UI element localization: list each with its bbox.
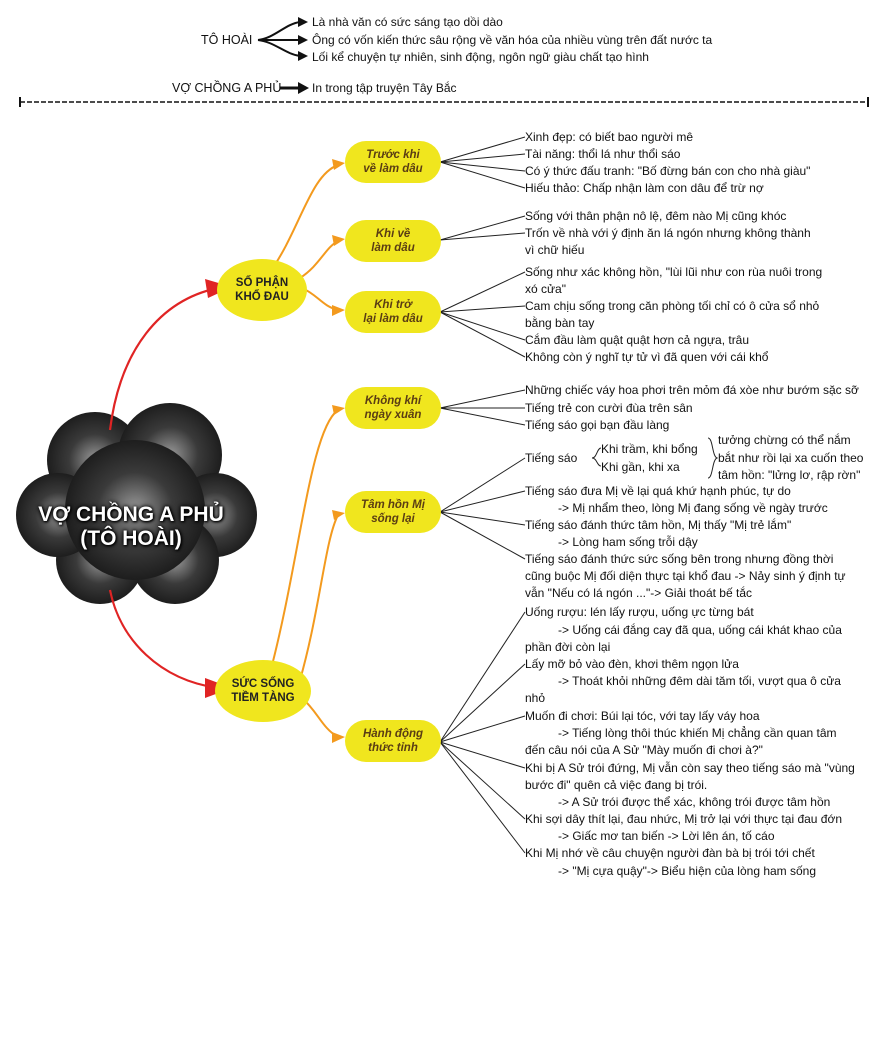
leaf-after-4: bằng bàn tay [525,316,595,330]
center-title-line-1: VỢ CHỒNG A PHỦ [38,503,224,526]
node-action-line-2: thức tỉnh [368,742,418,754]
leaf-flute-desc-3: tâm hồn: "lửng lơ, rập rờn" [718,468,861,482]
leaf-action-5: -> Thoát khỏi những đêm dài tăm tối, vượ… [558,674,841,688]
leaf-soul-3: Tiếng sáo đánh thức tâm hồn, Mị thấy "Mị… [525,518,792,532]
author-arrowheads [298,17,308,61]
leaf-after-6: Không còn ý nghĩ tự tử vì đã quen với cá… [525,350,769,364]
leaf-after-3: Cam chịu sống trong căn phòng tối chỉ có… [525,299,820,313]
leaf-action-9: đến câu nói của A Sử "Mày muốn đi chơi à… [525,743,763,757]
fan-action [439,611,526,854]
leaf-flute-desc-1: tưởng chừng có thể nắm [718,433,851,447]
node-before-marriage[interactable]: Trước khi về làm dâu [345,141,441,183]
leaf-soul-2: -> Mị nhẩm theo, lòng Mị đang sống về ng… [558,501,828,515]
node-before-line-2: về làm dâu [363,163,423,175]
leaf-action-8: -> Tiếng lòng thôi thúc khiến Mị chẳng c… [558,726,837,740]
node-fate-line-2: KHỔ ĐAU [235,291,289,303]
node-spring[interactable]: Không khí ngày xuân [345,387,441,429]
author-point-1: Là nhà văn có sức sáng tạo dồi dào [312,15,503,29]
leaf-before-1: Xinh đẹp: có biết bao người mê [525,130,694,144]
node-action[interactable]: Hành động thức tỉnh [345,720,441,762]
leaf-soul-5: Tiếng sáo đánh thức sức sống bên trong n… [525,552,834,566]
node-during-line-2: làm dâu [371,242,415,254]
leaf-action-10: Khi bị A Sử trói đứng, Mị vẫn còn say th… [525,761,855,775]
leaf-spring-2: Tiếng trẻ con cười đùa trên sân [525,401,693,415]
node-vitality-line-2: TIỀM TÀNG [231,692,295,704]
leaf-flute-kind-1: Khi trầm, khi bổng [601,442,698,456]
fan-after [439,271,526,358]
leaf-before-2: Tài năng: thổi lá như thổi sáo [525,147,681,161]
center-title: VỢ CHỒNG A PHỦ (TÔ HOÀI) [12,503,250,551]
fan-before [439,136,526,189]
node-during-line-1: Khi về [375,228,411,240]
leaf-soul-4: -> Lòng ham sống trỗi dậy [558,535,698,549]
center-title-line-2: (TÔ HOÀI) [80,527,182,550]
leaf-action-2: -> Uống cái đắng cay đã qua, uống cái kh… [558,623,842,637]
leaf-action-12: -> A Sử trói được thể xác, không trói đư… [558,795,831,809]
leaf-action-13: Khi sợi dây thít lại, đau nhức, Mị trở l… [525,812,843,826]
leaf-after-5: Cắm đầu làm quật quật hơn cả ngựa, trâu [525,333,750,347]
leaf-action-1: Uống rượu: lén lấy rượu, uống ực từng bá… [525,605,754,619]
leaf-soul-6: cũng buộc Mị đối diện thực tại khổ đau -… [525,569,846,583]
node-during-marriage[interactable]: Khi về làm dâu [345,220,441,262]
node-before-line-1: Trước khi [366,149,420,161]
node-spring-line-2: ngày xuân [364,409,422,421]
fan-spring [439,389,526,426]
leaf-action-3: phần đời còn lại [525,640,611,654]
orange-arrows [269,164,339,738]
work-label: VỢ CHỒNG A PHỦ [172,81,282,95]
leaf-before-4: Hiếu thảo: Chấp nhận làm con dâu để trừ … [525,181,764,195]
node-soul[interactable]: Tâm hồn Mị sống lại [345,491,441,533]
node-vitality[interactable]: SỨC SỐNG TIỀM TÀNG [215,660,311,722]
leaf-spring-1: Những chiếc váy hoa phơi trên mỏm đá xòe… [525,383,859,397]
leaf-flute-desc-2: bắt như rồi lại xa cuốn theo [718,451,864,465]
leaf-action-16: -> "Mị cựa quậy"-> Biểu hiện của lòng ha… [558,864,817,878]
author-connectors [257,21,301,57]
fan-soul [439,457,526,560]
work-point: In trong tập truyện Tây Bắc [312,81,457,95]
leaf-action-15: Khi Mị nhớ về câu chuyện người đàn bà bị… [525,846,815,860]
leaf-action-4: Lấy mỡ bỏ vào đèn, khơi thêm ngọn lửa [525,657,739,671]
leaf-action-14: -> Giấc mơ tan biến -> Lời lên án, tố cá… [558,829,775,843]
leaf-action-7: Muốn đi chơi: Búi lại tóc, với tay lấy v… [525,709,760,723]
author-label: TÔ HOÀI [201,33,253,47]
flute-brace [591,437,719,479]
leaf-after-1: Sống như xác không hồn, "lùi lũi như con… [525,265,823,279]
node-after-line-2: lại làm dâu [363,313,423,325]
orange-arrowheads [332,159,345,743]
leaf-before-3: Có ý thức đấu tranh: "Bố đừng bán con ch… [525,164,811,178]
leaf-during-2: Trốn về nhà với ý định ăn lá ngón nhưng … [525,226,811,240]
leaf-during-3: vì chữ hiếu [525,243,585,257]
red-arrows [108,286,219,690]
cloud-shape [16,403,257,604]
node-after-line-1: Khi trở [374,299,412,311]
leaf-action-11: bước đi" quên cả việc đang bị trói. [525,778,708,792]
leaf-after-2: xó cửa" [525,282,566,296]
author-point-3: Lối kể chuyện tự nhiên, sinh động, ngôn … [312,50,649,64]
fan-during [439,215,526,241]
leaf-during-1: Sống với thân phận nô lệ, đêm nào Mị cũn… [525,209,787,223]
node-soul-line-2: sống lại [371,513,415,525]
leaf-soul-1: Tiếng sáo đưa Mị về lại quá khứ hạnh phú… [525,484,791,498]
work-arrow [280,82,309,94]
node-spring-line-1: Không khí [364,395,422,407]
author-point-2: Ông có vốn kiến thức sâu rộng về văn hóa… [312,33,713,47]
leaf-flute-label: Tiếng sáo [525,451,578,465]
leaf-action-6: nhỏ [525,691,546,705]
node-fate[interactable]: SỐ PHẬN KHỔ ĐAU [217,259,307,321]
node-after-marriage[interactable]: Khi trở lại làm dâu [345,291,441,333]
leaf-spring-3: Tiếng sáo gọi bạn đầu làng [525,418,670,432]
node-fate-line-1: SỐ PHẬN [235,277,289,289]
node-vitality-line-1: SỨC SỐNG [231,678,295,690]
node-action-line-1: Hành động [362,728,424,740]
leaf-soul-7: vẫn "Nếu có lá ngón ..."-> Giải thoát bế… [525,586,752,600]
leaf-flute-kind-2: Khi gần, khi xa [601,460,680,474]
divider [19,97,869,107]
node-soul-line-1: Tâm hồn Mị [361,499,425,511]
